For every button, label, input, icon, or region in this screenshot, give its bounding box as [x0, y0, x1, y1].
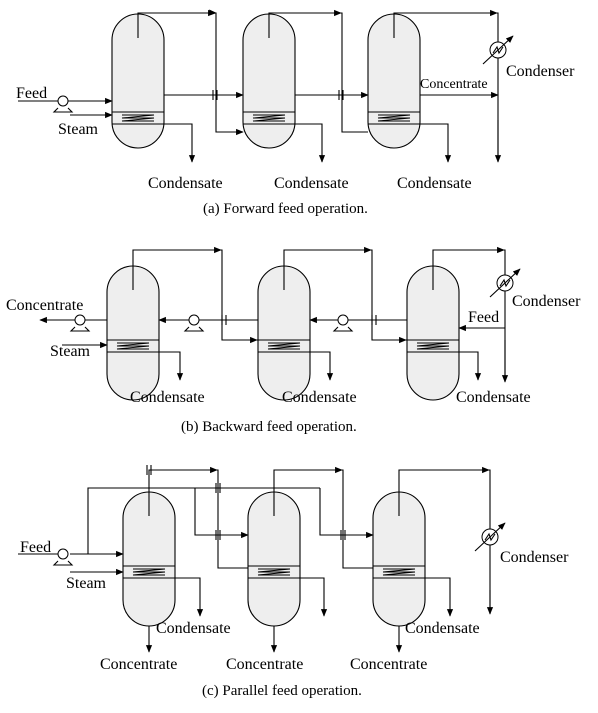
label-concentrate: Concentrate: [420, 77, 488, 92]
label-condensate-2: Condensate: [274, 175, 349, 192]
condensate-outlets: [175, 577, 454, 617]
heating-coil: [112, 111, 420, 125]
liquid-transfer: [164, 90, 499, 100]
label-concentrate: Concentrate: [6, 297, 83, 314]
concentrate-outlets: [145, 626, 403, 653]
diagram-backward-feed: Concentrate Steam Feed Condenser Condens…: [6, 246, 581, 435]
concentrate-pump: [74, 314, 86, 326]
label-steam: Steam: [50, 343, 91, 360]
label-condensate-2: Condensate: [282, 389, 357, 406]
label-concentrate-2: Concentrate: [226, 656, 303, 673]
label-condensate-1: Condensate: [148, 175, 223, 192]
feed-pump: [57, 95, 69, 107]
condensate-outlets: [164, 123, 452, 163]
transfer-pump: [188, 314, 200, 326]
label-condensate-1: Condensate: [130, 389, 205, 406]
label-feed: Feed: [468, 309, 499, 326]
caption-b: (b) Backward feed operation.: [181, 419, 357, 435]
caption-c: (c) Parallel feed operation.: [202, 683, 362, 699]
label-condensate-2: Condensate: [405, 620, 480, 637]
caption-a: (a) Forward feed operation.: [203, 201, 368, 217]
label-feed: Feed: [16, 85, 47, 102]
label-condenser: Condenser: [506, 63, 575, 80]
label-steam: Steam: [58, 121, 99, 138]
vapor-lines: [137, 9, 502, 163]
feed-pump: [57, 548, 69, 560]
label-condensate-3: Condensate: [397, 175, 472, 192]
diagram-parallel-feed: Feed Steam Condenser Condensate Condensa…: [18, 465, 569, 699]
label-condensate-1: Condensate: [156, 620, 231, 637]
label-concentrate-3: Concentrate: [350, 656, 427, 673]
label-condenser: Condenser: [500, 549, 569, 566]
label-condenser: Condenser: [512, 293, 581, 310]
liquid-transfer: [158, 314, 407, 332]
feed-distribution: [70, 465, 374, 558]
label-condensate-3: Condensate: [456, 389, 531, 406]
label-concentrate-1: Concentrate: [100, 656, 177, 673]
diagram-forward-feed: Feed Steam Concentrate Condenser Condens…: [16, 9, 575, 217]
heating-coil: [123, 565, 425, 579]
vapor-lines: [132, 246, 509, 383]
label-steam: Steam: [66, 575, 107, 592]
heating-coil: [107, 339, 459, 353]
condensate-outlets: [159, 351, 482, 381]
label-feed: Feed: [20, 539, 51, 556]
transfer-pump: [337, 314, 349, 326]
